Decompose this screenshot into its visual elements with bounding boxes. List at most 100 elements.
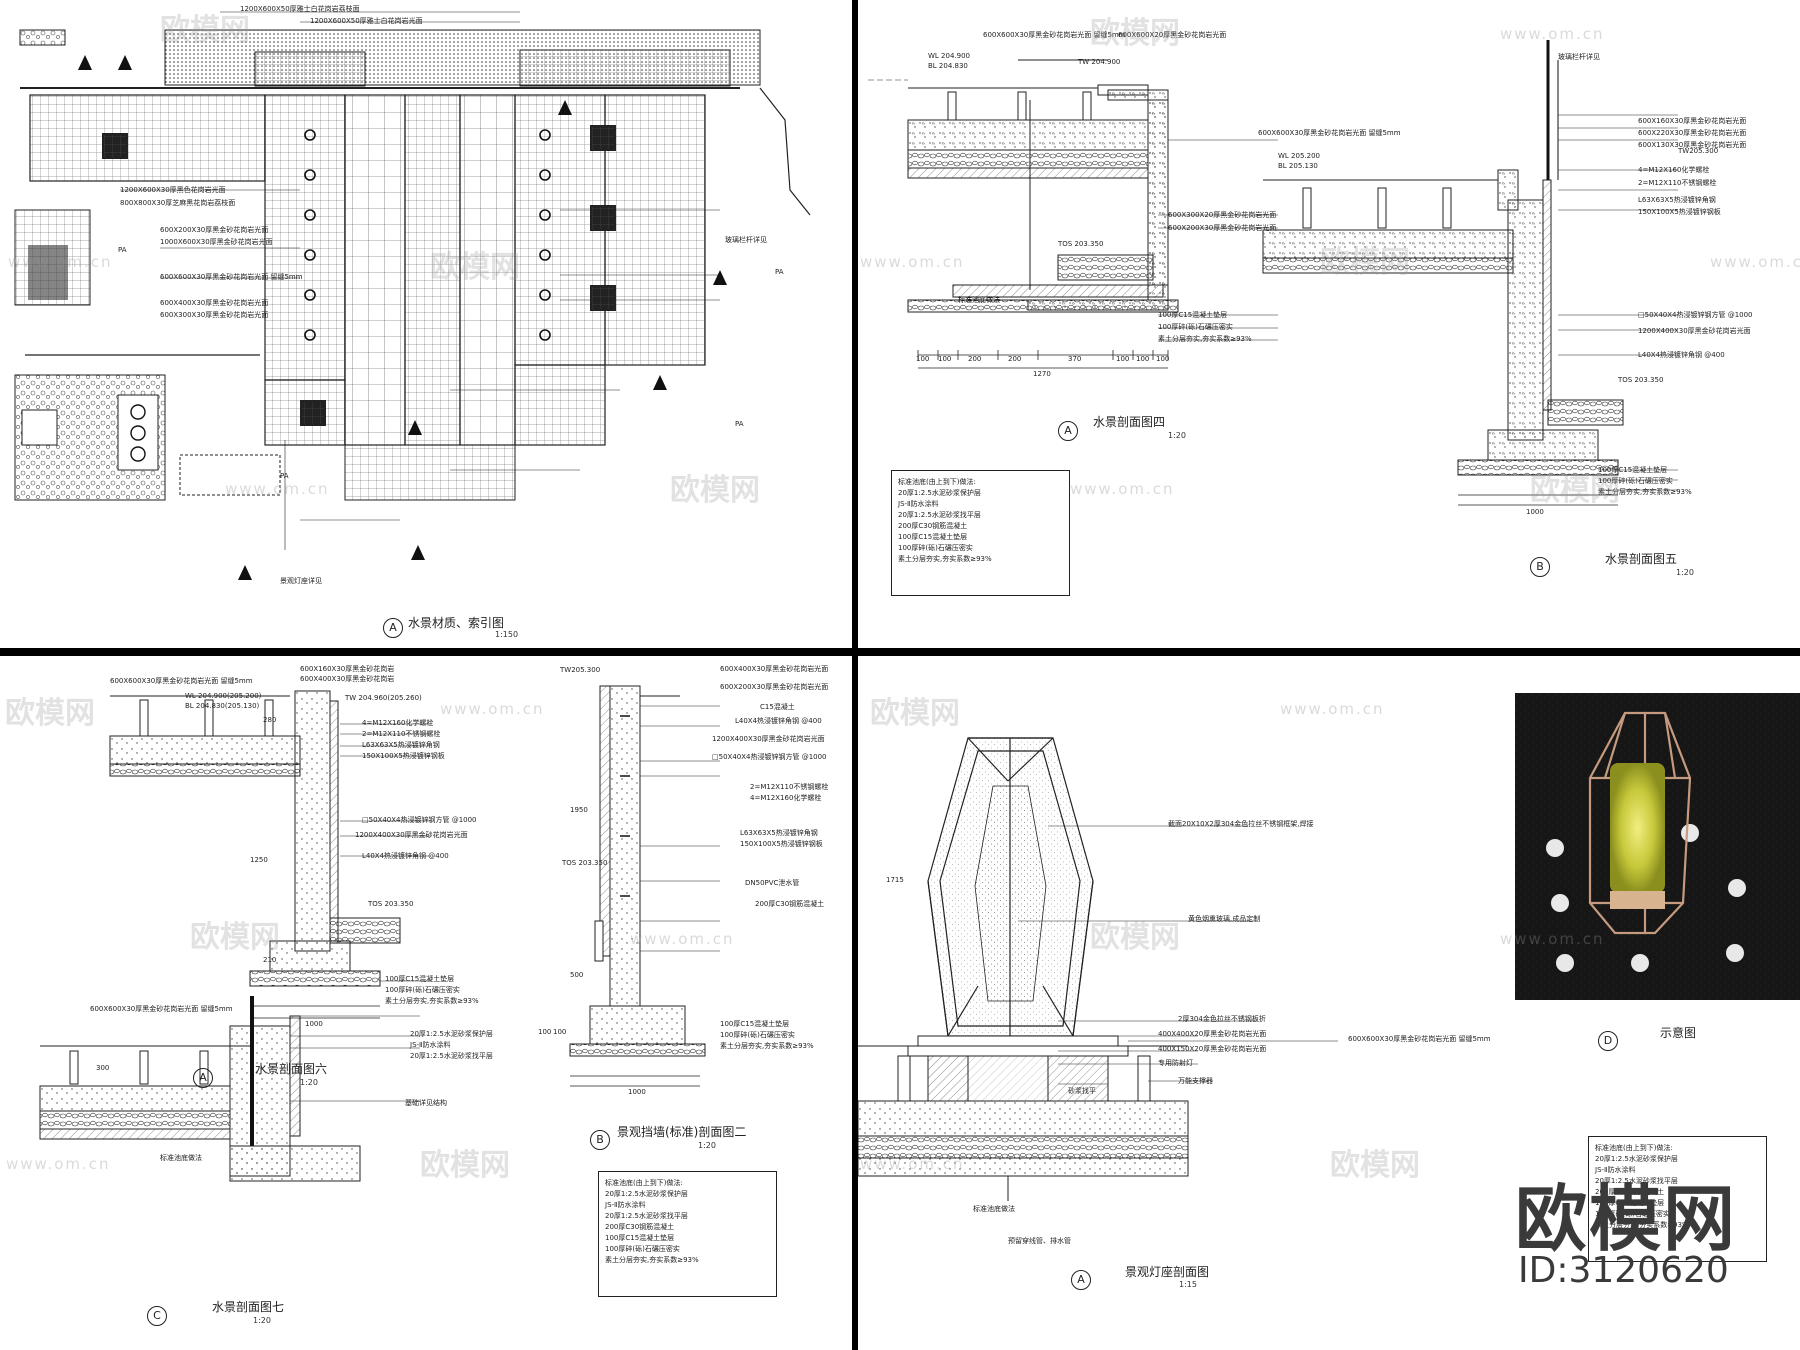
brand-logo-text: 欧模网 [1515,1177,1738,1261]
sec5-label-10: 2=M12X110不锈钢螺栓 [1638,179,1717,187]
plan-label-1: 1200X600X50厚雅士白花岗岩荔枝面 [240,5,360,13]
caption-letter-bubble: A [1058,421,1078,441]
caption-title: 水景剖面图七 [212,1300,285,1314]
caption-letter-bubble: B [1530,557,1550,577]
lamp-label-8: 万能支撑器 [1178,1077,1213,1085]
plan-label-3: 1200X600X30厚黑色花岗岩光面 [120,186,226,194]
sec4-label-9: 100厚C15混凝土垫层 [1158,311,1228,319]
caption-letter-bubble: A [383,618,403,638]
caption-scale: 1:20 [698,1141,716,1150]
sec5-wl: WL 205.200 [1278,152,1320,160]
sec6-vdim-2: 1250 [250,856,268,864]
panel-lamp-base: 截面20X10X2厚304金色拉丝不锈钢框架,焊接 黄色烟熏玻璃,成品定制 2厚… [858,656,1800,1350]
secb-label-14: 200厚C30钢筋混凝土 [755,900,825,908]
sec6-label-10: 150X100X5热浸镀锌钢板 [362,752,445,760]
sec4-label-12: 标准池底做法 [958,296,1000,304]
caption-letter-bubble: C [147,1306,167,1326]
sec5-label-18: 100厚碎(砾)石碾压密实 [1598,477,1673,485]
sec6-tw: TW 204.960(205.260) [345,694,422,702]
note-line: 20厚1:2.5水泥砂浆保护层 [605,1190,688,1198]
note-line: 200厚C30钢筋混凝土 [605,1223,675,1231]
sec5-label-2: 600X600X30厚黑金砂花岗岩光面 留缝5mm [1258,129,1401,137]
sec5-label-6: 600X160X30厚黑金砂花岗岩光面 [1638,117,1747,125]
note-title: 标准池底(由上到下)做法: [898,478,976,486]
plan-pa-2: PA [775,268,784,276]
secb-label-17: 素土分层夯实,夯实系数≥93% [720,1042,814,1050]
secb-label-4: C15混凝土 [760,703,795,711]
lamp-label-11: 预留穿线管、排水管 [1008,1237,1071,1245]
sec5-label-12: 150X100X5热浸镀锌钢板 [1638,208,1721,216]
sec5-bl: BL 205.130 [1278,162,1318,170]
secb-label-6: 1200X400X30厚黑金砂花岗岩光面 [712,735,825,743]
sec6-bl: BL 204.830(205.130) [185,702,260,710]
plan-label-9: 600X300X30厚黑金砂花岗岩光面 [160,311,269,319]
secb-vdim-3: 100 [538,1028,552,1036]
sec4-label-1: 600X600X30厚黑金砂花岗岩光面 留缝5mm [983,31,1126,39]
section-5-geometry [1262,40,1624,506]
note-line: JS-Ⅱ防水涂料 [605,1201,646,1209]
plan-pa-3: PA [735,420,744,428]
sec7-label-2: 20厚1:2.5水泥砂浆保护层 [410,1030,493,1038]
section-4-5-drawing [868,40,1678,506]
caption-scale: 1:20 [1168,431,1186,440]
sec4-label-2: 600X600X20厚黑金砂花岗岩光面 [1118,31,1227,39]
secb-label-7: □50X40X4热浸镀锌钢方管 @1000 [712,753,827,761]
sec5-label-8: 600X130X30厚黑金砂花岗岩光面 [1638,141,1747,149]
sec6-label-3: 600X400X30厚黑金砂花岗岩 [300,675,395,683]
vertical-divider [852,0,858,1350]
sec6-label-13: L40X4热浸镀锌角钢 @400 [362,852,449,860]
panel-section-6-7: 600X600X30厚黑金砂花岗岩光面 留缝5mm 600X160X30厚黑金砂… [0,656,852,1350]
panel-section-4-5: 600X600X30厚黑金砂花岗岩光面 留缝5mm 600X600X20厚黑金砂… [858,0,1800,648]
note-line: 20厚1:2.5水泥砂浆找平层 [1595,1177,1678,1185]
plan-pa-4: PA [280,472,289,480]
note-line: 200厚C30钢筋混凝土 [898,522,968,530]
sec5-label-14: 1200X400X30厚黑金砂花岗岩光面 [1638,327,1751,335]
section-6-7-drawing [39,685,720,1182]
secb-tos: TOS 203.350 [562,859,608,867]
sec4-tos: TOS 203.350 [1058,240,1104,248]
secb-label-2: 600X400X30厚黑金砂花岗岩光面 [720,665,829,673]
sec6-label-7: 4=M12X160化学螺栓 [362,719,434,727]
note-line: 100厚碎(砾)石碾压密实 [1595,1210,1670,1218]
sec4-dim-2: 100 [938,355,952,363]
sec4-dim-6: 100 [1116,355,1130,363]
sec5-dim-total: 1000 [1526,508,1544,516]
caption-scale: 1:20 [300,1078,318,1087]
note-line: 素土分层夯实,夯实系数≥93% [898,555,992,563]
secb-label-16: 100厚碎(砾)石碾压密实 [720,1031,795,1039]
lamp-label-3: 2厚304金色拉丝不锈钢板折 [1178,1015,1266,1023]
note-box-br: 标准池底(由上到下)做法: 20厚1:2.5水泥砂浆保护层 JS-Ⅱ防水涂料 2… [1588,1136,1767,1262]
sec7-label-3: JS-Ⅱ防水涂料 [410,1041,451,1049]
sec4-label-7: 600X200X30厚黑金砂花岗岩光面 [1168,224,1277,232]
lamp-label-10: 标准池底做法 [973,1205,1015,1213]
lamp-label-7: 600X600X30厚黑金砂花岗岩光面 留缝5mm [1348,1035,1491,1043]
sec4-dim-3: 200 [968,355,982,363]
secb-label-3: 600X200X30厚黑金砂花岗岩光面 [720,683,829,691]
note-line: 20厚1:2.5水泥砂浆保护层 [1595,1155,1678,1163]
sec6-vdim-1: 280 [263,716,277,724]
lamp-label-4: 400X400X20厚黑金砂花岗岩光面 [1158,1030,1267,1038]
lamp-base-drawing [858,737,1338,1201]
sec4-bl: BL 204.830 [928,62,968,70]
sec6-label-1: 600X600X30厚黑金砂花岗岩光面 留缝5mm [110,677,253,685]
note-line: 素土分层夯实,夯实系数≥93% [605,1256,699,1264]
secb-dim-total: 1000 [628,1088,646,1096]
sec5-label-13: □50X40X4热浸镀锌钢方管 @1000 [1638,311,1753,319]
sec5-label-9: 4=M12X160化学螺栓 [1638,166,1710,174]
sec6-label-11: □50X40X4热浸镀锌钢方管 @1000 [362,816,477,824]
secb-label-13: DN50PVC泄水管 [745,879,800,887]
caption-letter-bubble: A [1071,1270,1091,1290]
lamp-label-1: 截面20X10X2厚304金色拉丝不锈钢框架,焊接 [1168,820,1314,828]
note-line: 100厚碎(砾)石碾压密实 [898,544,973,552]
site-plan-drawing [14,11,811,580]
sec4-dim-4: 200 [1008,355,1022,363]
sec6-label-2: 600X160X30厚黑金砂花岗岩 [300,665,395,673]
sec4-wl: WL 204.900 [928,52,970,60]
sec5-tw: TW205.300 [1678,147,1719,155]
plan-pa-1: PA [118,246,127,254]
section-7-geometry [39,996,361,1182]
caption-title: 景观灯座剖面图 [1125,1265,1210,1279]
sec4-dim-1: 100 [916,355,930,363]
sec7-label-6: 基础详见结构 [405,1099,447,1107]
horizontal-divider [0,648,1800,656]
